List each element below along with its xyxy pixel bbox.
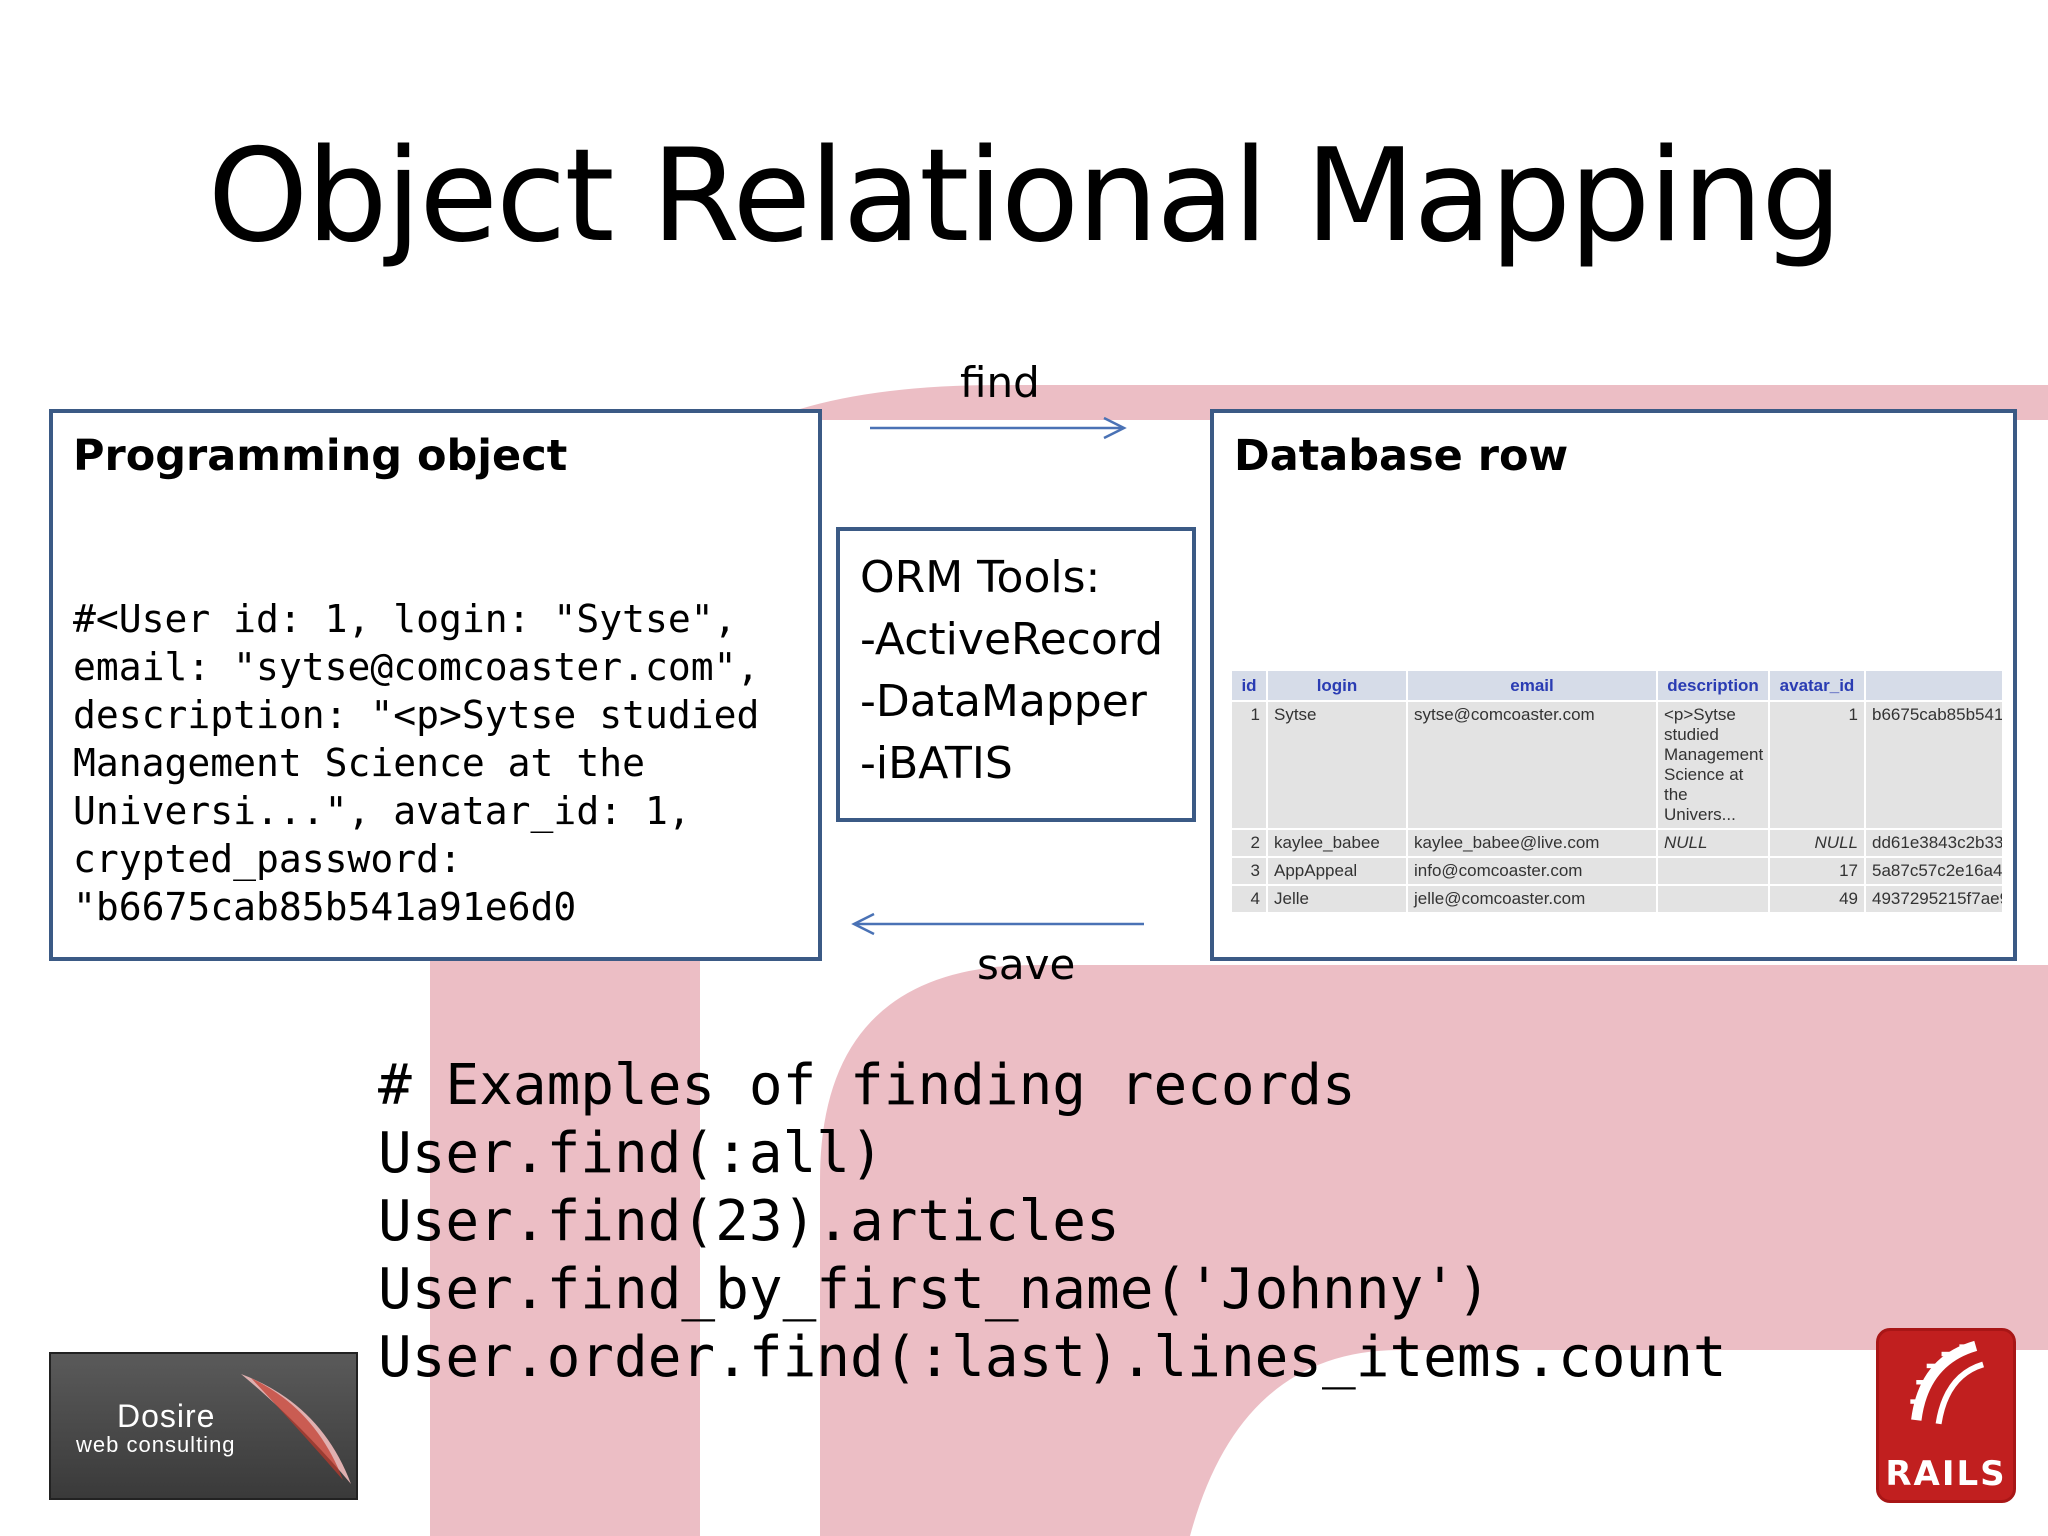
rails-track-icon	[1910, 1340, 1985, 1425]
table-cell-description: NULL	[1656, 828, 1770, 858]
column-header-login: login	[1266, 669, 1408, 702]
orm-tools-heading: ORM Tools:	[860, 552, 1101, 603]
table-row: 3 AppAppeal info@comcoaster.com 17 5a87c…	[1230, 856, 2002, 886]
table-cell-crypted-password: dd61e3843c2b33e	[1864, 828, 2002, 858]
table-cell-avatar-id: 17	[1768, 856, 1866, 886]
table-cell-email: jelle@comcoaster.com	[1406, 884, 1658, 914]
code-line: User.find_by_first_name('Johnny')	[378, 1257, 1491, 1322]
programming-object-heading: Programming object	[73, 431, 568, 481]
database-table: id login email description avatar_id cry…	[1230, 669, 2002, 914]
swoosh-graphic	[241, 1374, 351, 1484]
orm-tool-item: -ActiveRecord	[860, 614, 1164, 665]
programming-object-code: #<User id: 1, login: "Sytse", email: "sy…	[73, 597, 760, 929]
orm-tool-item: -DataMapper	[860, 676, 1147, 727]
code-line: User.order.find(:last).lines_items.count	[378, 1325, 1727, 1390]
dosire-logo-name: Dosire	[117, 1398, 216, 1434]
find-label: find	[960, 358, 1040, 407]
code-comment: # Examples of finding records	[378, 1053, 1356, 1118]
database-row-heading: Database row	[1234, 431, 1569, 481]
programming-object-box: Programming object #<User id: 1, login: …	[49, 409, 822, 961]
code-line: User.find(23).articles	[378, 1189, 1120, 1254]
table-cell-login: AppAppeal	[1266, 856, 1408, 886]
table-cell-email: sytse@comcoaster.com	[1406, 700, 1658, 830]
slide-title: Object Relational Mapping	[207, 122, 1843, 271]
table-cell-crypted-password: b6675cab85b541a	[1864, 700, 2002, 830]
table-cell-avatar-id: 1	[1768, 700, 1866, 830]
table-cell-crypted-password: 5a87c57c2e16a48	[1864, 856, 2002, 886]
table-cell-id: 2	[1230, 828, 1268, 858]
table-row: 2 kaylee_babee kaylee_babee@live.com NUL…	[1230, 828, 2002, 858]
table-header-row: id login email description avatar_id cry	[1230, 669, 2002, 702]
orm-tools-box: ORM Tools: -ActiveRecord -DataMapper -iB…	[836, 527, 1196, 822]
column-header-id: id	[1230, 669, 1268, 702]
table-cell-crypted-password: 4937295215f7ae9	[1864, 884, 2002, 914]
dosire-logo-tagline: web consulting	[76, 1432, 236, 1457]
table-cell-email: kaylee_babee@live.com	[1406, 828, 1658, 858]
column-header-avatar-id: avatar_id	[1768, 669, 1866, 702]
table-cell-login: kaylee_babee	[1266, 828, 1408, 858]
rails-logo: RAILS	[1876, 1328, 2016, 1503]
table-cell-description	[1656, 856, 1770, 886]
rails-logo-text: RAILS	[1885, 1454, 2007, 1494]
table-cell-login: Sytse	[1266, 700, 1408, 830]
save-label: save	[977, 940, 1076, 989]
orm-tools-list: ORM Tools: -ActiveRecord -DataMapper -iB…	[860, 547, 1163, 795]
table-cell-login: Jelle	[1266, 884, 1408, 914]
database-table-screenshot: id login email description avatar_id cry…	[1230, 669, 2002, 914]
dosire-logo: Dosire web consulting	[49, 1352, 358, 1500]
column-header-description: description	[1656, 669, 1770, 702]
table-row: 1 Sytse sytse@comcoaster.com <p>Sytse st…	[1230, 700, 2002, 830]
table-row: 4 Jelle jelle@comcoaster.com 49 49372952…	[1230, 884, 2002, 914]
table-cell-description	[1656, 884, 1770, 914]
code-examples: # Examples of finding records User.find(…	[378, 1052, 1727, 1392]
orm-tool-item: -iBATIS	[860, 738, 1013, 789]
table-cell-avatar-id: NULL	[1768, 828, 1866, 858]
column-header-crypted-password: cry	[1864, 669, 2002, 702]
database-row-box: Database row id login email description …	[1210, 409, 2017, 961]
table-cell-id: 3	[1230, 856, 1268, 886]
table-cell-email: info@comcoaster.com	[1406, 856, 1658, 886]
table-cell-id: 4	[1230, 884, 1268, 914]
table-cell-description: <p>Sytse studied Management Science at t…	[1656, 700, 1770, 830]
code-line: User.find(:all)	[378, 1121, 884, 1186]
column-header-email: email	[1406, 669, 1658, 702]
table-cell-id: 1	[1230, 700, 1268, 830]
table-cell-avatar-id: 49	[1768, 884, 1866, 914]
